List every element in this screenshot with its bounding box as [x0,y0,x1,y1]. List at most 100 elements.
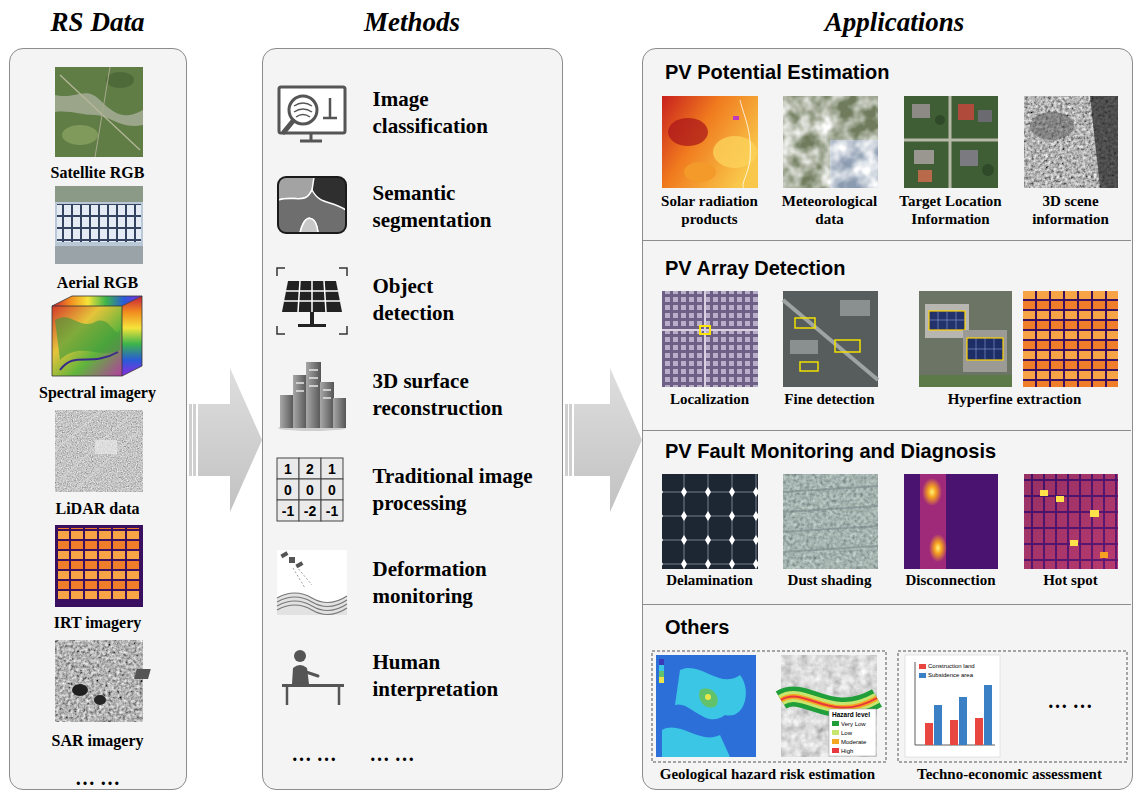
bar-chart [905,655,1000,757]
sar-image [55,640,143,722]
text-slot: Traditional image processing [373,463,545,517]
kernel-grid [277,458,343,521]
text-slot: Applications [651,6,1135,38]
method-label: 3D surface reconstruction [373,368,538,422]
legend-swatch [832,730,839,735]
target-location-image [978,110,992,122]
text-slot: Object detection [373,273,513,327]
meteorological-image [783,96,878,188]
detection-icon [310,312,314,324]
text-slot: 3D surface reconstruction [373,368,538,422]
hyperfine-image [919,375,1012,387]
satellite-image [106,72,134,88]
ellipsis: … … [292,742,352,766]
detection-icon [277,268,347,334]
fine-detection-image [795,318,815,328]
human-icon [282,684,344,687]
label-slot: -2 [299,502,321,520]
arrow-stripe [193,404,196,476]
bar-chart [915,662,995,745]
block-arrow [574,368,642,512]
lidar-image [55,410,143,492]
hazard-map [829,709,876,756]
bar-chart [975,718,983,745]
data-source-label: Satellite RGB [10,163,185,182]
satellite-image [95,67,110,157]
image-caption: Delamination [654,571,766,589]
text-slot: Deformation monitoring [373,556,538,610]
hot-spot-image [1090,510,1099,517]
infrared-panels-image [1023,291,1118,387]
city-icon [296,370,331,398]
sar-image [72,684,88,696]
text-slot: Fine detection [774,390,886,408]
image-caption: Solar radiation products [654,192,766,228]
spectral-cube [52,296,142,376]
disconnection-image [920,474,946,569]
kernel-value: 0 [299,481,321,499]
subsidence-map [656,655,756,757]
segmentation-icon [278,177,346,233]
target-location-image [904,96,998,188]
legend-swatch [919,664,926,669]
localization-image [662,291,758,387]
solar-radiation-map [668,118,708,146]
text-slot: Human interpretation [373,649,538,703]
localization-image [662,291,758,387]
text-slot: Aerial RGB [10,273,185,292]
human-icon [294,650,306,662]
image-caption: 3D scene information [1015,192,1127,228]
city-icon [280,395,294,428]
delamination-image [662,474,758,569]
kernel-grid [321,500,343,521]
image-caption: Dust shading [774,571,886,589]
subsidence-map [659,671,664,677]
classification-icon [294,103,312,117]
aerial-image [57,204,141,242]
hot-spot-image [1024,474,1118,569]
aerial-image [55,246,143,264]
subsidence-map [659,659,664,665]
kernel-value: -1 [321,502,343,520]
meteorological-image [783,96,878,188]
lidar-image [95,440,117,454]
satellite-image [60,75,140,150]
spectral-cube [52,306,122,376]
subsidence-map [675,668,746,719]
dust-image [783,474,878,569]
text-slot: … … [292,742,352,766]
label-slot: 1 [321,460,343,478]
text-slot: Others [665,615,1115,639]
satellite-image [55,67,143,157]
kernel-grid [299,500,321,521]
image-caption: Disconnection [895,571,1007,589]
deformation-icon [289,557,295,563]
segmentation-icon [278,190,346,233]
target-location-image [958,104,974,120]
city-icon [278,362,346,431]
method-label: Deformation monitoring [373,556,538,610]
legend-entry: Construction land [919,662,975,670]
application-band: PV Array DetectionLocalizationFine detec… [643,240,1131,430]
legend-entry: Very Low [832,720,866,728]
kernel-grid [277,500,299,521]
kernel-grid [321,458,343,479]
hyperfine-image [919,291,1012,387]
image-caption: Hot spot [1015,571,1127,589]
infrared-image [55,525,143,607]
text-slot: Target Location Information [895,192,1007,228]
human-icon [134,650,344,705]
fine-detection-image [783,291,878,387]
hyperfine-image [919,291,1012,387]
data-source-label: IRT imagery [10,613,185,632]
block-arrow-group [189,368,262,512]
arrow-stripe [565,404,568,476]
text-slot: PV Potential Estimation [665,60,1115,84]
arrow-stripe [189,404,192,476]
kernel-grid [277,479,299,500]
panel-fill [642,48,1133,790]
hazard-map [781,697,877,708]
aerial-image [55,186,143,264]
hazard-map [781,655,877,757]
hyperfine-image [929,311,965,330]
